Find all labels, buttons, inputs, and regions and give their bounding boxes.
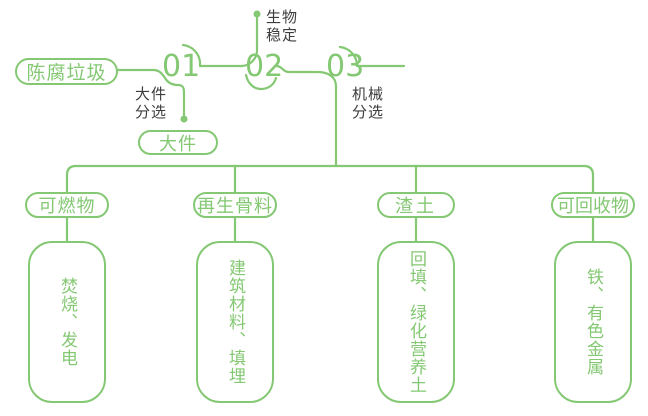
label-bulky-sorting: 大件分选 (135, 85, 168, 121)
label-mechanical-sorting: 机械分选 (352, 85, 385, 121)
flow-line-step1-2 (181, 16, 259, 68)
distribution-bar (65, 164, 595, 194)
step-number-1: 01 (162, 49, 201, 84)
node-slag-soil: 渣土 (377, 192, 455, 218)
node-recyclable: 可回收物 (551, 192, 635, 218)
box-combustible-disposal-text: 焚烧、发电 (57, 277, 77, 367)
flow-line-main (116, 68, 186, 117)
flow-dot-bio (253, 10, 261, 18)
box-recyclable-disposal-text: 铁、有色金属 (583, 268, 603, 376)
label-biological-stabilization: 生物稳定 (266, 8, 299, 44)
box-recyclable-disposal: 铁、有色金属 (554, 241, 632, 403)
box-aggregate-disposal: 建筑材料、填埋 (196, 241, 274, 403)
flow-line-step3-tail (338, 45, 406, 68)
node-source-aged-waste: 陈腐垃圾 (15, 58, 118, 85)
node-combustible-label: 可燃物 (38, 196, 96, 217)
flow-arc-under-step2 (244, 73, 278, 91)
node-recyclable-label: 可回收物 (557, 196, 629, 217)
step-number-2: 02 (245, 49, 284, 84)
box-aggregate-disposal-text: 建筑材料、填埋 (225, 259, 245, 385)
flow-dot-bulky (180, 115, 188, 123)
node-source-label: 陈腐垃圾 (26, 62, 107, 84)
box-slag-disposal: 回填、绿化营养土 (377, 241, 455, 403)
step-number-3: 03 (326, 49, 365, 84)
box-combustible-disposal: 焚烧、发电 (28, 241, 106, 403)
box-slag-disposal-text: 回填、绿化营养土 (406, 250, 426, 394)
flow-line-step2-3 (275, 64, 338, 168)
node-recycled-aggregate-label: 再生骨料 (197, 196, 273, 217)
node-recycled-aggregate: 再生骨料 (193, 192, 277, 218)
node-bulky-items: 大件 (138, 130, 218, 155)
node-slag-soil-label: 渣土 (395, 196, 437, 217)
node-bulky-label: 大件 (159, 133, 197, 155)
node-combustible: 可燃物 (25, 192, 109, 218)
